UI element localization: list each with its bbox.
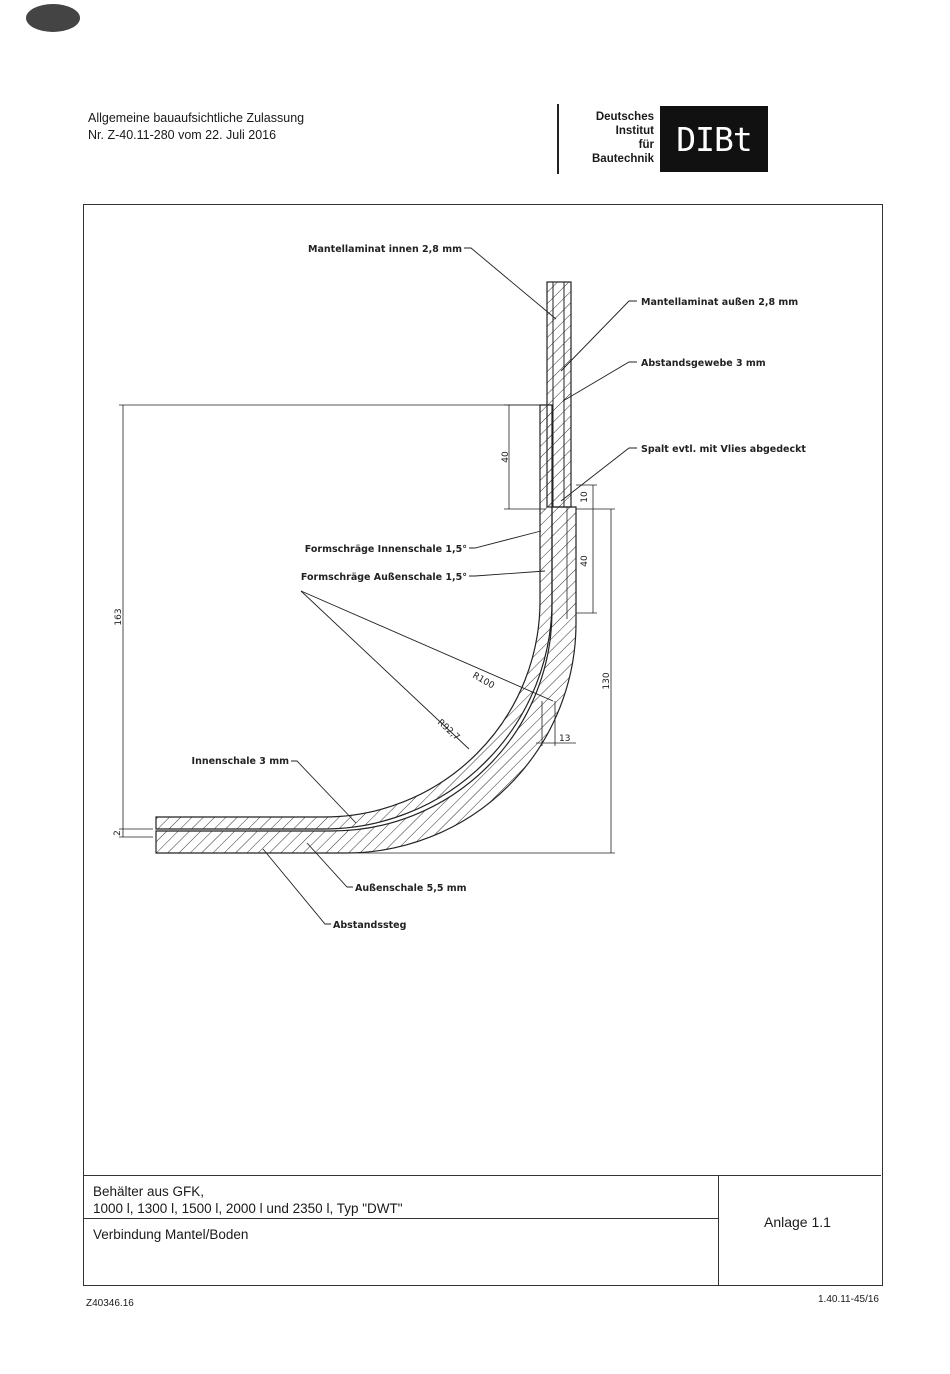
label-formschraege-innen: Formschräge Innenschale 1,5°	[305, 544, 467, 555]
dim-2: 2	[113, 830, 123, 836]
inner-shell	[155, 404, 553, 830]
outer-shell	[155, 506, 577, 854]
title-block-divider	[718, 1175, 719, 1285]
footer-right: 1.40.11-45/16	[818, 1294, 879, 1305]
label-abstandssteg: Abstandssteg	[333, 920, 406, 931]
punch-hole	[26, 4, 80, 32]
dibt-logo: DIBt	[660, 106, 768, 172]
drawing-frame: Mantellaminat innen 2,8 mm Mantellaminat…	[83, 204, 883, 1286]
label-mantel-aussen: Mantellaminat außen 2,8 mm	[641, 297, 798, 308]
approval-number: Nr. Z-40.11-280 vom 22. Juli 2016	[88, 128, 277, 142]
approval-header: Allgemeine bauaufsichtliche Zulassung Nr…	[88, 110, 304, 144]
dim-40-right: 40	[580, 555, 590, 567]
label-mantel-innen: Mantellaminat innen 2,8 mm	[308, 244, 462, 255]
dim-40-left: 40	[501, 451, 511, 463]
technical-drawing: Mantellaminat innen 2,8 mm Mantellaminat…	[113, 244, 806, 931]
dimension-lines	[119, 404, 615, 854]
title-block-row-divider	[84, 1218, 718, 1219]
title-block-product: Behälter aus GFK, 1000 l, 1300 l, 1500 l…	[93, 1184, 403, 1216]
label-abstandsgewebe: Abstandsgewebe 3 mm	[641, 358, 766, 369]
header-divider	[557, 104, 559, 174]
dim-10: 10	[580, 491, 590, 503]
footer-left: Z40346.16	[86, 1298, 134, 1309]
title-block-border	[84, 1175, 881, 1176]
label-innenschale: Innenschale 3 mm	[192, 756, 290, 767]
title-block-subject: Verbindung Mantel/Boden	[93, 1227, 249, 1242]
institute-name: Deutsches Institut für Bautechnik	[592, 111, 654, 165]
label-spalt: Spalt evtl. mit Vlies abgedeckt	[641, 444, 806, 455]
dim-163: 163	[114, 608, 124, 625]
label-formschraege-aussen: Formschräge Außenschale 1,5°	[301, 572, 467, 583]
dim-r92: R92,7	[435, 718, 461, 743]
approval-title: Allgemeine bauaufsichtliche Zulassung	[88, 111, 305, 125]
dim-13: 13	[559, 734, 570, 744]
dim-130: 130	[602, 672, 612, 689]
label-aussenschale: Außenschale 5,5 mm	[355, 883, 467, 894]
anlage-number: Anlage 1.1	[764, 1214, 831, 1230]
leader-lines	[262, 247, 637, 925]
